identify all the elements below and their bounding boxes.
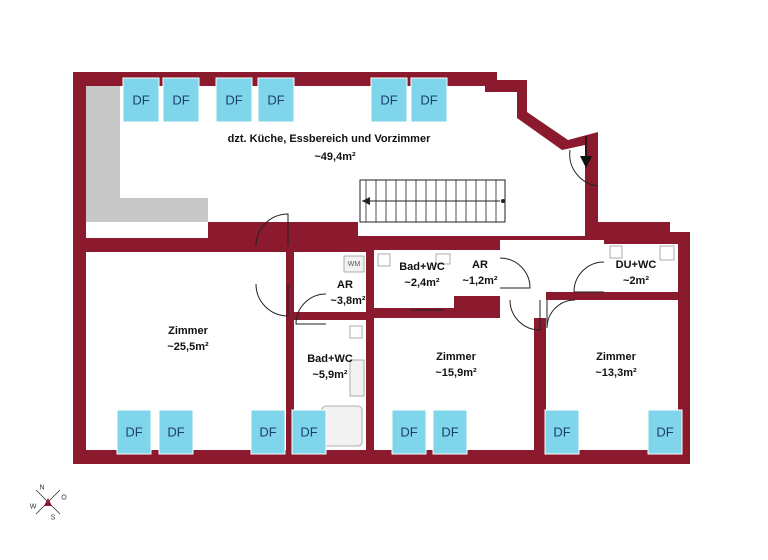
svg-text:Bad+WC: Bad+WC: [399, 261, 445, 273]
bad2-sink: [349, 359, 365, 397]
svg-text:DF: DF: [259, 425, 276, 440]
svg-text:AR: AR: [472, 259, 488, 271]
kitchen-counter: [86, 86, 208, 222]
svg-text:Bad+WC: Bad+WC: [307, 353, 353, 365]
svg-text:Zimmer: Zimmer: [168, 325, 208, 337]
svg-text:DF: DF: [420, 93, 437, 108]
door-zimmer3: [546, 299, 576, 329]
roof-window: DF: [432, 409, 468, 455]
entrance-arrow-icon: [580, 136, 592, 168]
label-bad1: Bad+WC ~2,4m²: [399, 261, 445, 289]
label-kitchen: dzt. Küche, Essbereich und Vorzimmer ~49…: [228, 133, 431, 163]
label-bad2: Bad+WC ~5,9m²: [307, 353, 353, 381]
roof-window: DF: [391, 409, 427, 455]
roof-window: DF: [158, 409, 194, 455]
roof-window: DF: [116, 409, 152, 455]
bad1-sink: [435, 253, 451, 265]
bad2-shower-head: [349, 325, 363, 339]
door-zimmer2: [509, 299, 541, 331]
svg-text:~13,3m²: ~13,3m²: [595, 367, 637, 379]
svg-text:DF: DF: [553, 425, 570, 440]
label-ar1: AR ~3,8m²: [330, 279, 365, 307]
svg-text:~2m²: ~2m²: [623, 275, 649, 287]
compass-w: W: [30, 504, 37, 511]
roof-window: DF: [250, 409, 286, 455]
svg-text:DF: DF: [267, 93, 284, 108]
roof-window: DF: [370, 77, 408, 123]
compass-icon: N S O W: [30, 485, 68, 522]
svg-text:~25,5m²: ~25,5m²: [167, 341, 209, 353]
svg-text:DF: DF: [300, 425, 317, 440]
door-ar1: [255, 283, 289, 317]
roof-window: DF: [215, 77, 253, 123]
roof-window: DF: [410, 77, 448, 123]
door-kitchen-zimmer1: [255, 213, 289, 247]
svg-text:dzt. Küche, Essbereich und Vor: dzt. Küche, Essbereich und Vorzimmer: [228, 133, 431, 145]
roof-window: DF: [257, 77, 295, 123]
roof-window: DF: [291, 409, 327, 455]
roof-window: DF: [162, 77, 200, 123]
bottom-windows: DF DF DF DF DF DF DF DF: [116, 409, 683, 455]
label-zimmer3: Zimmer ~13,3m²: [595, 351, 637, 379]
svg-text:DF: DF: [441, 425, 458, 440]
bathtub: [321, 405, 363, 447]
compass-n: N: [39, 485, 44, 492]
label-du: DU+WC ~2m²: [616, 259, 657, 287]
top-windows: DF DF DF DF DF DF: [122, 77, 448, 123]
svg-text:DF: DF: [656, 425, 673, 440]
roof-window: DF: [122, 77, 160, 123]
roof-window: DF: [647, 409, 683, 455]
svg-text:AR: AR: [337, 279, 353, 291]
label-zimmer1: Zimmer ~25,5m²: [167, 325, 209, 353]
bad1-floor: [374, 250, 454, 308]
svg-text:~2,4m²: ~2,4m²: [404, 277, 439, 289]
washing-machine: [343, 255, 365, 273]
du-floor: [604, 244, 678, 292]
svg-text:DF: DF: [380, 93, 397, 108]
door-ar2: [499, 257, 531, 289]
door-du: [573, 261, 605, 293]
door-bad2: [295, 293, 327, 325]
label-ar2: AR ~1,2m²: [462, 259, 497, 287]
compass-o: O: [61, 495, 67, 502]
bad1-toilet: [377, 253, 391, 267]
svg-text:DF: DF: [225, 93, 242, 108]
svg-text:DU+WC: DU+WC: [616, 259, 657, 271]
staircase: [359, 179, 506, 223]
svg-text:DF: DF: [132, 93, 149, 108]
wm-label: WM: [348, 261, 361, 268]
du-shower: [659, 245, 675, 261]
svg-text:DF: DF: [400, 425, 417, 440]
svg-text:Zimmer: Zimmer: [596, 351, 636, 363]
svg-text:~15,9m²: ~15,9m²: [435, 367, 477, 379]
svg-text:DF: DF: [125, 425, 142, 440]
door-entrance: [569, 149, 599, 187]
svg-text:Zimmer: Zimmer: [436, 351, 476, 363]
label-zimmer2: Zimmer ~15,9m²: [435, 351, 477, 379]
svg-text:~1,2m²: ~1,2m²: [462, 275, 497, 287]
svg-text:DF: DF: [172, 93, 189, 108]
du-toilet: [609, 245, 623, 259]
roof-window: DF: [544, 409, 580, 455]
svg-text:DF: DF: [167, 425, 184, 440]
compass-s: S: [51, 515, 56, 522]
svg-text:~5,9m²: ~5,9m²: [312, 369, 347, 381]
svg-text:~3,8m²: ~3,8m²: [330, 295, 365, 307]
svg-text:~49,4m²: ~49,4m²: [314, 151, 356, 163]
